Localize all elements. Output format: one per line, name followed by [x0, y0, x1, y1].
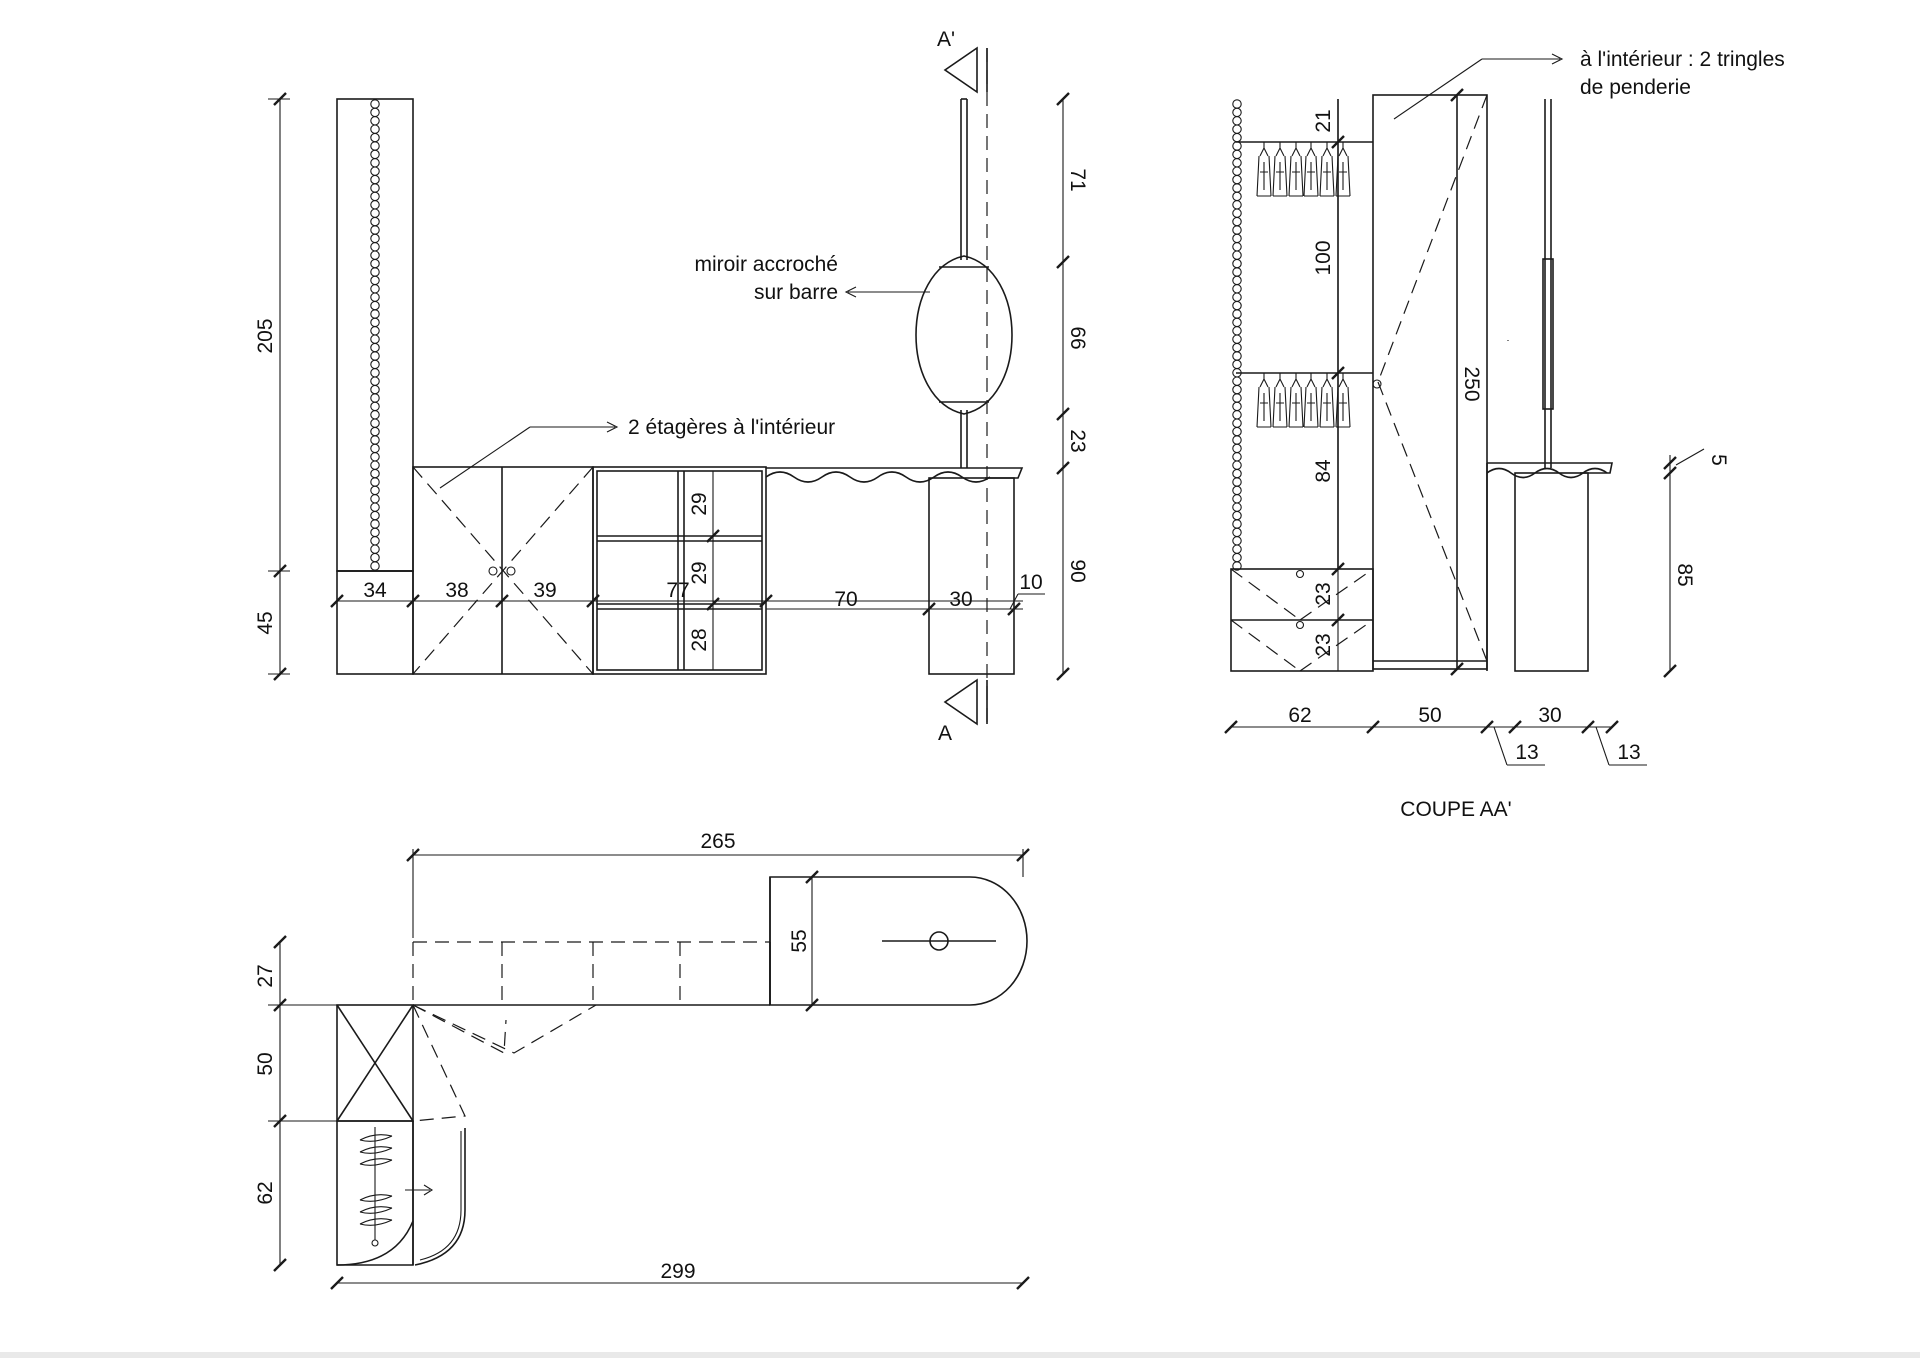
dim-section-door: 250 — [1460, 366, 1483, 401]
dim-width-door2: 39 — [533, 579, 556, 602]
dim-section-h-top: 21 — [1312, 109, 1335, 132]
dim-width-door1: 38 — [445, 579, 468, 602]
mirror-note-line1: miroir accroché — [694, 253, 838, 276]
dim-section-h-low: 84 — [1312, 459, 1335, 483]
dim-width-col: 34 — [363, 579, 387, 602]
dim-width-table: 30 — [949, 588, 972, 611]
dim-shelf-h2: 29 — [688, 561, 711, 584]
hanger-plan-icon — [359, 1134, 393, 1226]
dim-section-top-thk: 5 — [1707, 454, 1730, 466]
dim-right-h4: 90 — [1066, 559, 1089, 582]
dim-section-w1: 62 — [1288, 704, 1311, 727]
dim-shelf-h1: 29 — [688, 492, 711, 515]
section-mark-bottom: A — [938, 722, 952, 745]
dim-right-h1: 71 — [1066, 168, 1089, 191]
dim-section-gap2: 13 — [1617, 741, 1640, 764]
dim-width-end: 10 — [1019, 571, 1042, 594]
dim-section-drawer1: 23 — [1312, 582, 1335, 605]
dim-plan-d62: 62 — [254, 1181, 277, 1204]
dim-section-gap1: 13 — [1515, 741, 1538, 764]
dim-section-w2: 50 — [1418, 704, 1441, 727]
dim-height-total: 205 — [254, 318, 277, 353]
plan-view: 265 55 — [254, 830, 1030, 1290]
dim-section-h-mid: 100 — [1312, 240, 1335, 275]
dim-section-drawer2: 23 — [1312, 633, 1335, 656]
dim-right-h3: 23 — [1066, 429, 1089, 452]
hanger-row-bottom-icon — [1256, 373, 1351, 428]
dim-plan-w-top: 265 — [700, 830, 735, 853]
elevation-view: A' A miroir accroché sur barre 2 étagère… — [254, 28, 1089, 745]
dim-plan-w-bottom: 299 — [660, 1260, 695, 1283]
rods-note-line2: de penderie — [1580, 76, 1691, 99]
dim-shelf-h3: 28 — [688, 628, 711, 651]
dim-height-base: 45 — [254, 611, 277, 634]
dim-width-shelves: 77 — [666, 579, 689, 602]
mirror-icon — [915, 255, 1013, 415]
footer-divider — [0, 1352, 1920, 1358]
section-mark-top: A' — [937, 28, 955, 51]
section-marker-bottom-icon — [943, 678, 978, 726]
section-title: COUPE AA' — [1400, 798, 1511, 821]
dim-plan-depth-table: 55 — [788, 929, 811, 952]
dim-section-w3: 30 — [1538, 704, 1561, 727]
dim-width-gap: 70 — [834, 588, 857, 611]
bead-curtain-section-icon — [1232, 99, 1242, 571]
dim-right-h2: 66 — [1066, 326, 1089, 349]
dim-section-table: 85 — [1673, 563, 1696, 586]
dim-plan-d50: 50 — [254, 1052, 277, 1075]
bead-curtain-icon — [370, 99, 380, 571]
hanger-row-top-icon — [1256, 142, 1351, 197]
mirror-note-line2: sur barre — [754, 281, 838, 304]
rods-note-line1: à l'intérieur : 2 tringles — [1580, 48, 1785, 71]
section-marker-top-icon — [943, 46, 978, 94]
dim-plan-d27: 27 — [254, 964, 277, 987]
shelves-note: 2 étagères à l'intérieur — [628, 416, 835, 439]
section-view: à l'intérieur : 2 tringles de penderie 2… — [1224, 48, 1785, 821]
